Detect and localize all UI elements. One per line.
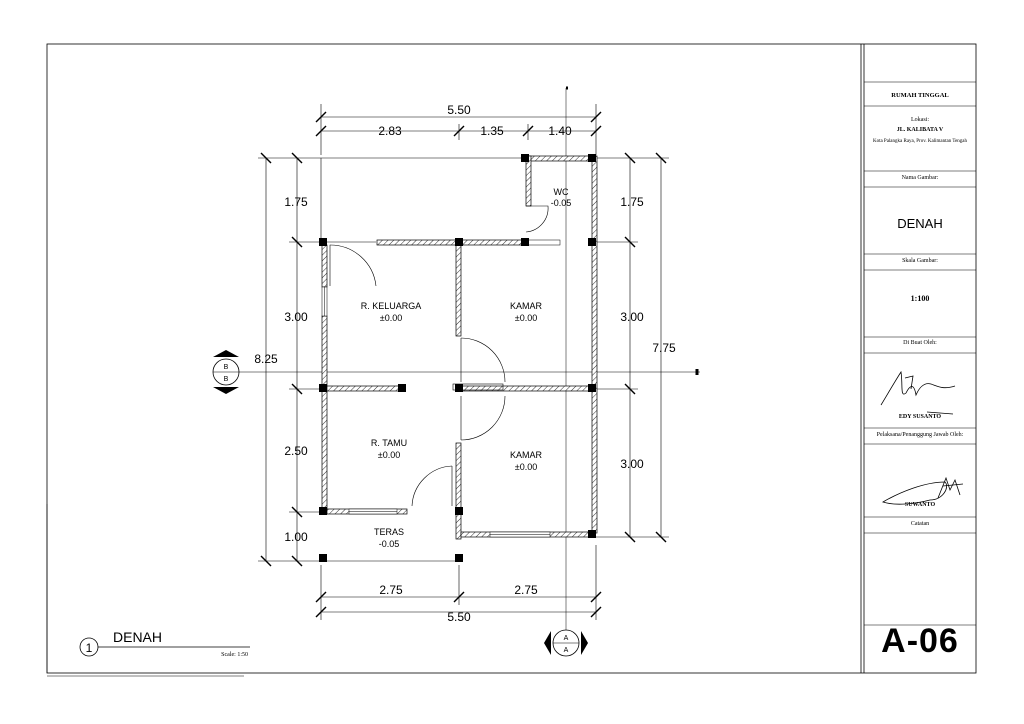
plan-title-label: 1 DENAH Scale: 1:50 xyxy=(79,629,250,658)
section-b-label-top: B xyxy=(224,364,229,371)
dim-right-c: 3.00 xyxy=(620,457,644,471)
dim-left-d: 1.00 xyxy=(284,530,308,544)
sheet-number: A-06 xyxy=(881,622,959,660)
room-kamar2-name: KAMAR xyxy=(510,450,543,460)
scale-label: Skala Gambar: xyxy=(902,258,938,264)
dim-bottom-total: 5.50 xyxy=(447,610,471,624)
project-city: Kota Palangka Raya, Prov. Kalimantan Ten… xyxy=(872,139,968,144)
executor-name: SUWANTO xyxy=(904,502,936,508)
section-mark-a: A A xyxy=(544,629,588,657)
dim-left-c: 2.50 xyxy=(284,444,308,458)
dim-top-c: 1.40 xyxy=(548,124,572,138)
windows xyxy=(321,239,561,538)
dim-right-b: 3.00 xyxy=(620,310,644,324)
section-b-label-bottom: B xyxy=(224,376,229,383)
dimension-right xyxy=(596,152,669,543)
dimension-labels: 5.50 2.83 1.35 1.40 2.75 2.75 5.50 1.75 … xyxy=(254,103,676,624)
plan-scale: Scale: 1:50 xyxy=(221,652,248,658)
sheet-border xyxy=(46,43,977,677)
dimension-bottom xyxy=(315,545,602,620)
room-kamar1-level: ±0.00 xyxy=(515,313,537,323)
project-title: RUMAH TINGGAL xyxy=(891,92,949,99)
notes-label: Catatan xyxy=(910,521,930,527)
executor-label: Pelaksana/Penanggung Jawab Oleh: xyxy=(876,432,964,438)
dim-top-total: 5.50 xyxy=(447,103,471,117)
room-kamar2-level: ±0.00 xyxy=(515,462,537,472)
section-mark-b: B B xyxy=(212,350,240,394)
axis-lines xyxy=(214,86,700,650)
room-tamu-name: R. TAMU xyxy=(371,438,407,448)
roof-outline xyxy=(320,157,526,562)
dim-right-total: 7.75 xyxy=(652,341,676,355)
made-by-label: Di Buat Oleh: xyxy=(903,340,937,346)
dim-right-a: 1.75 xyxy=(620,195,644,209)
room-labels: WC -0.05 R. KELUARGA ±0.00 KAMAR ±0.00 R… xyxy=(361,187,572,549)
plan-title: DENAH xyxy=(113,629,162,645)
dim-bottom-a: 2.75 xyxy=(379,583,403,597)
dim-top-a: 2.83 xyxy=(378,124,402,138)
walls xyxy=(321,155,598,540)
room-keluarga-name: R. KELUARGA xyxy=(361,301,422,311)
room-teras-name: TERAS xyxy=(374,527,404,537)
drawing-name: DENAH xyxy=(897,216,943,231)
room-tamu-level: ±0.00 xyxy=(378,450,400,460)
room-wc-name: WC xyxy=(554,187,569,197)
room-wc-level: -0.05 xyxy=(551,198,572,208)
dim-left-b: 3.00 xyxy=(284,310,308,324)
dim-left-total: 8.25 xyxy=(254,352,278,366)
title-block-grid xyxy=(864,81,976,626)
drawing-name-label: Nama Gambar: xyxy=(901,175,939,181)
doors xyxy=(329,205,549,507)
executor-signature xyxy=(882,476,964,505)
dim-bottom-b: 2.75 xyxy=(514,583,538,597)
room-kamar1-name: KAMAR xyxy=(510,301,543,311)
dim-top-b: 1.35 xyxy=(480,124,504,138)
section-a-label-bottom: A xyxy=(564,647,569,654)
location-label: Lokasi: xyxy=(911,117,929,123)
designer-signature xyxy=(880,370,956,415)
dimension-top xyxy=(315,104,602,155)
room-keluarga-level: ±0.00 xyxy=(380,313,402,323)
scale-value: 1:100 xyxy=(910,294,930,303)
designer-name: EDY SUSANTO xyxy=(898,414,942,420)
columns xyxy=(319,154,596,562)
plan-number: 1 xyxy=(86,641,93,655)
dimension-left xyxy=(258,152,321,567)
section-a-label-top: A xyxy=(564,635,569,642)
dim-left-a: 1.75 xyxy=(284,195,308,209)
project-address: JL. KALIBATA V xyxy=(896,127,944,133)
room-teras-level: -0.05 xyxy=(379,539,400,549)
